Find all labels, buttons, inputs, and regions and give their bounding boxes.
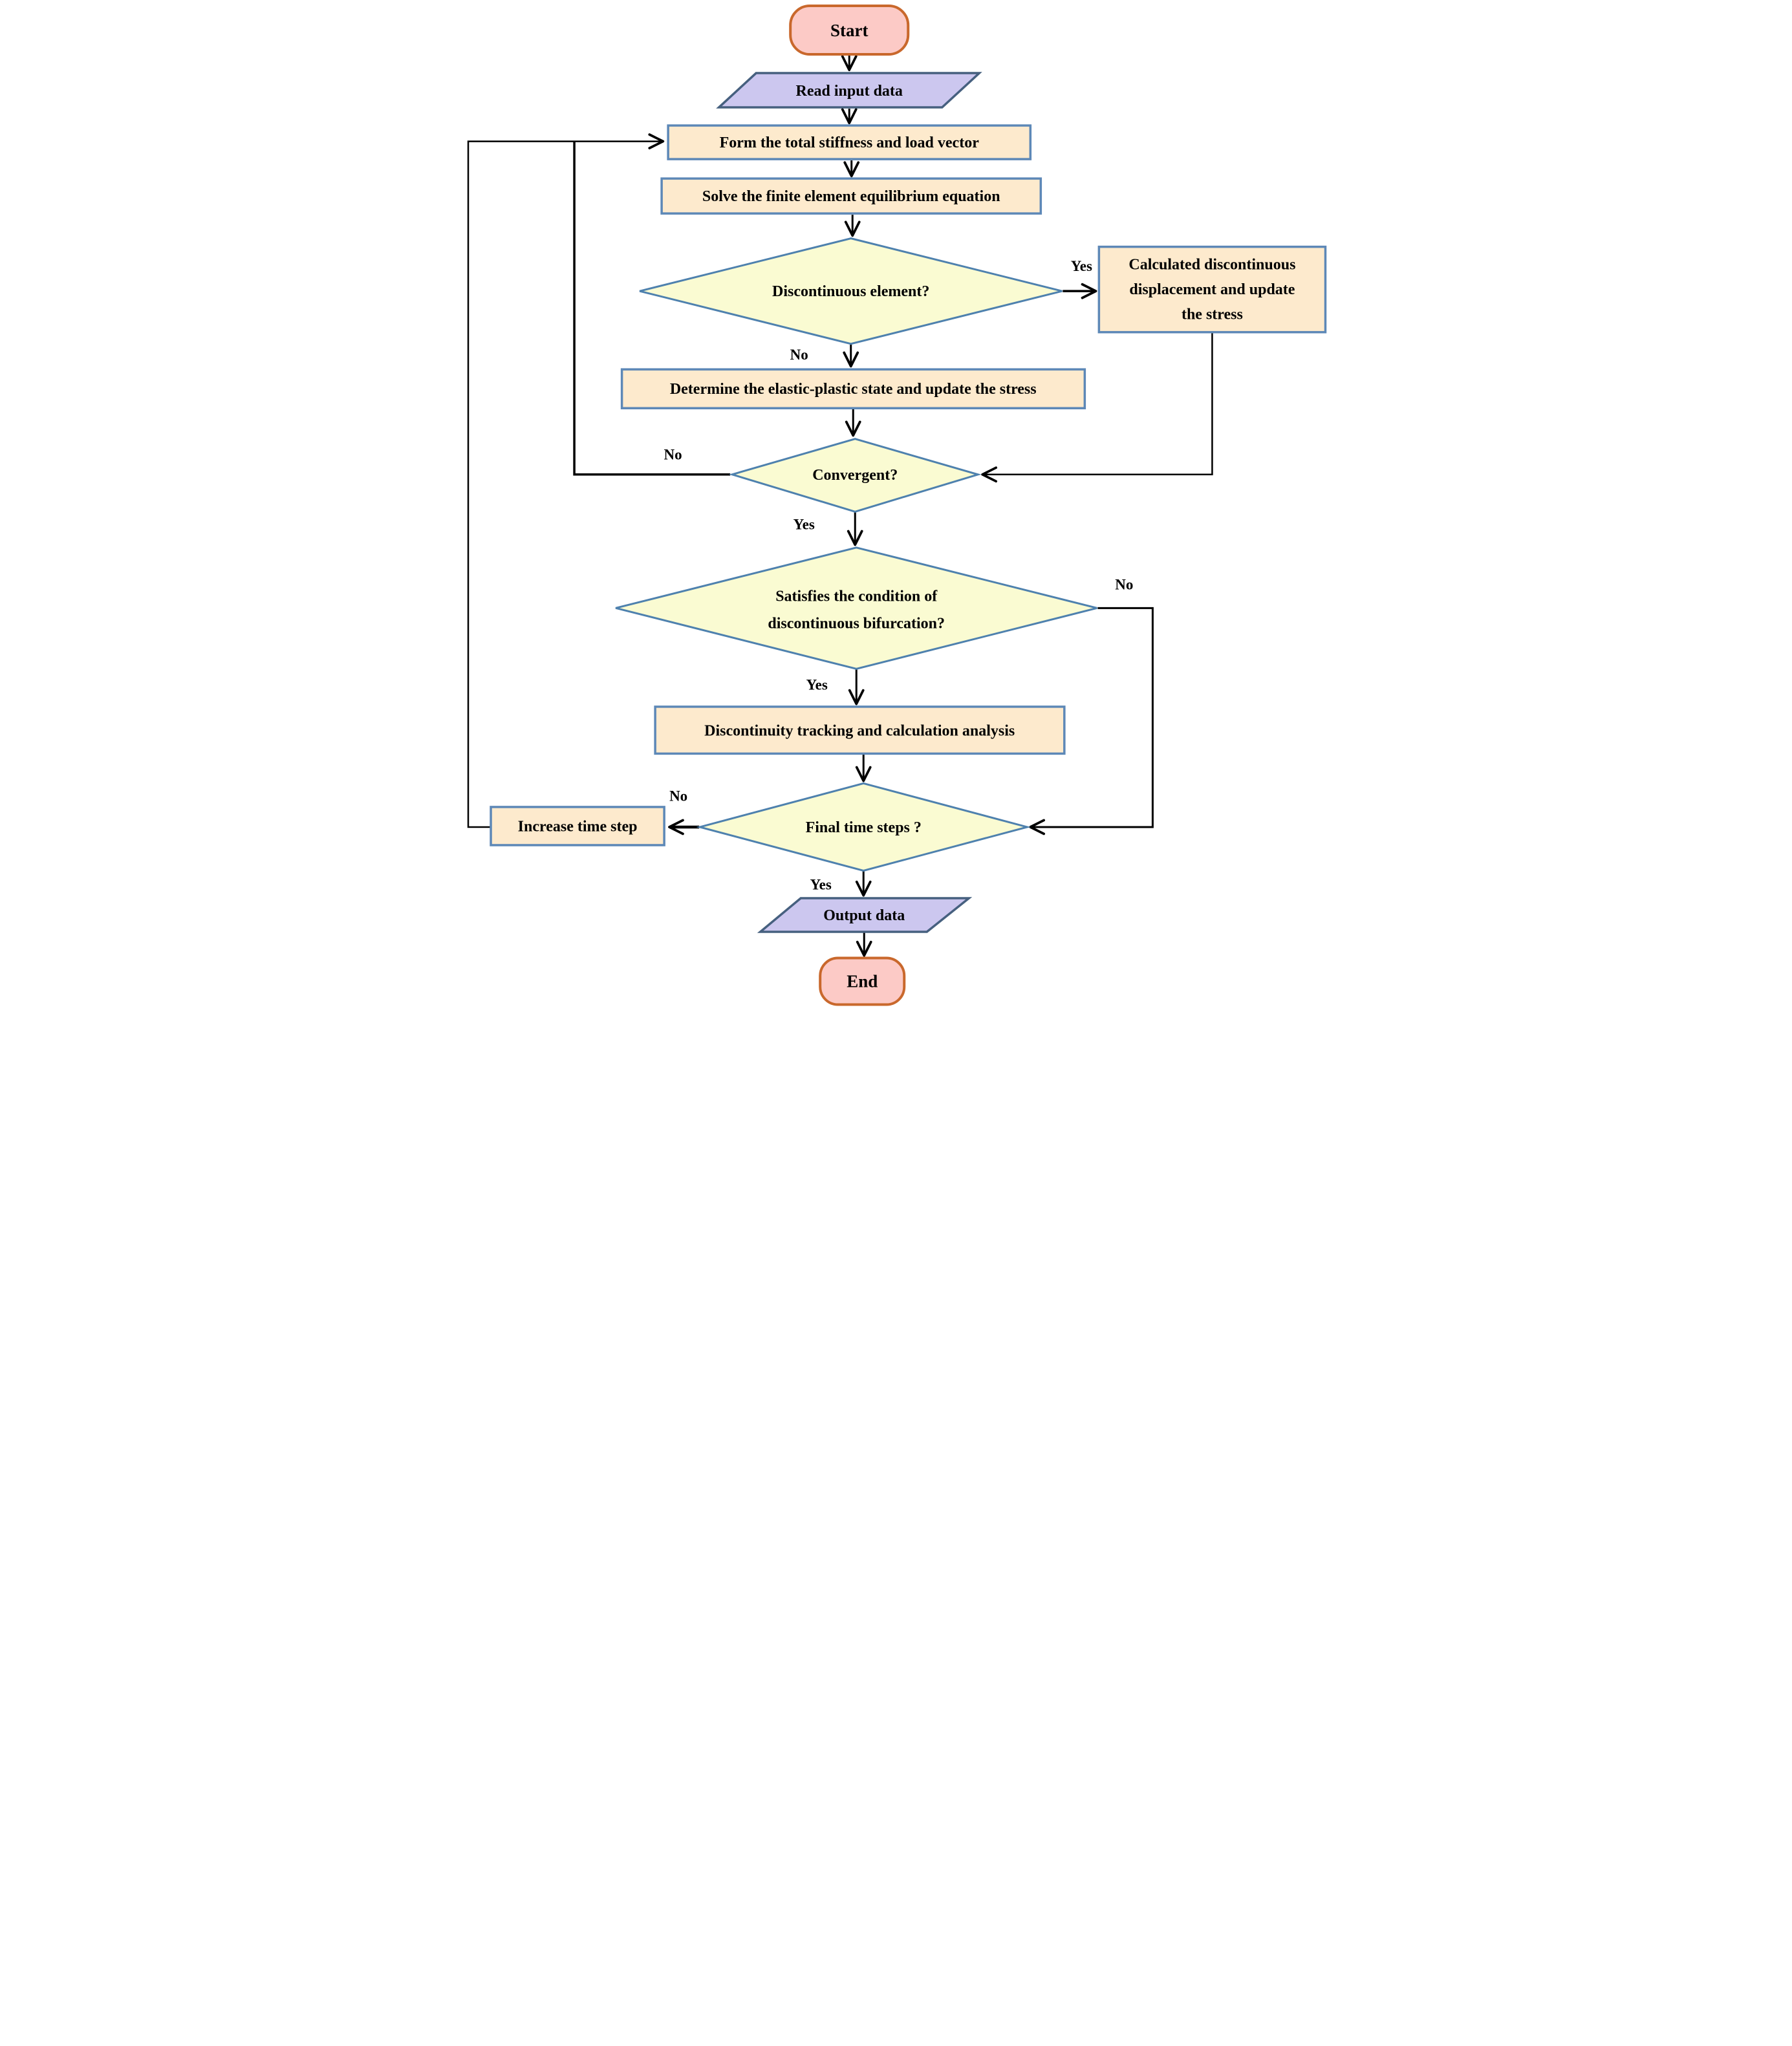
- flowchart-canvas: Yes No No Yes No Yes No Yes Start Read i…: [448, 0, 1344, 1024]
- discontinuous-element-decision: [639, 237, 1063, 345]
- determine-state-node: [620, 368, 1086, 409]
- convergent-decision: [728, 438, 982, 513]
- edge-label-final-no: No: [669, 788, 687, 804]
- flowchart-page: Yes No No Yes No Yes No Yes Start Read i…: [448, 0, 1344, 1024]
- calc-displacement-node: [1097, 245, 1326, 334]
- form-stiffness-label: Form the total stiffness and load vector: [719, 135, 979, 151]
- final-time-decision: [695, 782, 1031, 872]
- convergent-label: Convergent?: [812, 467, 898, 484]
- bifurcation-decision: [615, 546, 1097, 670]
- bifurcation-label-line2: discontinuous bifurcation?: [768, 615, 945, 632]
- edge-increase-loop-to-form: [467, 133, 664, 828]
- increase-time-node: [489, 806, 665, 846]
- edge-label-discontinuous-yes: Yes: [1070, 258, 1092, 274]
- end-label: End: [847, 972, 878, 991]
- increase-time-label: Increase time step: [517, 818, 637, 835]
- edge-bifurcation-no: [1028, 607, 1154, 835]
- final-time-label: Final time steps ?: [805, 819, 921, 836]
- calc-displacement-label-line3: the stress: [1181, 307, 1242, 323]
- form-stiffness-node: [666, 124, 1031, 160]
- output-data-label: Output data: [823, 907, 905, 924]
- edge-calc-to-convergent: [980, 332, 1213, 483]
- discontinuous-element-label: Discontinuous element?: [772, 283, 929, 300]
- edge-label-convergent-no: No: [664, 446, 682, 462]
- edge-label-final-yes: Yes: [810, 876, 831, 892]
- read-input-node: [715, 72, 982, 109]
- edge-convergent-no-loop: [572, 141, 730, 476]
- start-node: [788, 5, 909, 56]
- solve-equation-label: Solve the finite element equilibrium equ…: [702, 188, 1000, 205]
- bifurcation-label-line1: Satisfies the condition of: [775, 588, 938, 605]
- edge-label-discontinuous-no: No: [790, 347, 808, 363]
- output-data-node: [757, 897, 972, 933]
- edge-label-bifurcation-yes: Yes: [806, 676, 827, 693]
- calc-displacement-label-line2: displacement and update: [1129, 281, 1295, 298]
- calc-displacement-label-line1: Calculated discontinuous: [1128, 257, 1295, 274]
- edge-label-bifurcation-no: No: [1115, 576, 1133, 592]
- tracking-node: [653, 705, 1066, 755]
- tracking-label: Discontinuity tracking and calculation a…: [704, 722, 1015, 739]
- start-label: Start: [830, 21, 867, 40]
- solve-equation-node: [660, 177, 1042, 215]
- edge-label-convergent-yes: Yes: [793, 516, 814, 532]
- end-node: [818, 956, 905, 1006]
- read-input-label: Read input data: [795, 83, 902, 100]
- determine-state-label: Determine the elastic-plastic state and …: [669, 381, 1036, 398]
